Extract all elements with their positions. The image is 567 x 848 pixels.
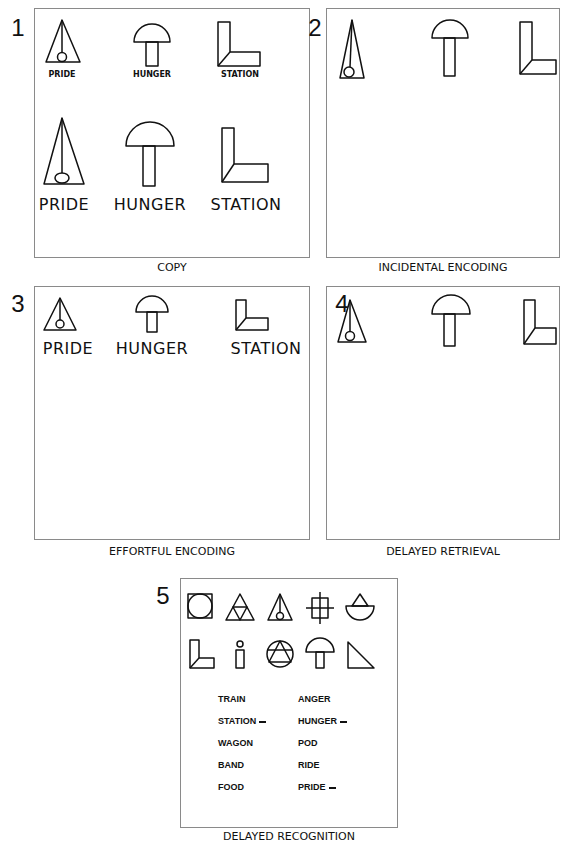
recalled-word: PRIDE bbox=[43, 340, 93, 358]
copied-word: PRIDE bbox=[39, 196, 89, 214]
choice-word: POD bbox=[298, 738, 318, 748]
word-label: PRIDE bbox=[48, 70, 75, 79]
choice-word: ANGER bbox=[298, 694, 331, 704]
panel-number: 3 bbox=[11, 290, 24, 318]
panel-number: 2 bbox=[308, 14, 321, 42]
panel-box: 5TRAINANGERSTATIONHUNGERWAGONPODBANDRIDE… bbox=[180, 578, 398, 828]
panel-caption: COPY bbox=[157, 262, 186, 275]
choice-word: FOOD bbox=[218, 782, 244, 792]
word-label: HUNGER bbox=[133, 70, 171, 79]
copied-word: HUNGER bbox=[114, 196, 186, 214]
panel-caption: EFFORTFUL ENCODING bbox=[109, 546, 235, 559]
choice-word: TRAIN bbox=[218, 694, 246, 704]
panel-number: 4 bbox=[335, 290, 348, 318]
panel-caption: INCIDENTAL ENCODING bbox=[378, 262, 507, 275]
panel-number: 5 bbox=[156, 582, 169, 610]
word-label: STATION bbox=[221, 70, 259, 79]
panel-box: 3PRIDEHUNGERSTATIONEFFORTFUL ENCODING bbox=[34, 286, 310, 540]
panel-box: 4DELAYED RETRIEVAL bbox=[326, 286, 560, 540]
choice-word: BAND bbox=[218, 760, 244, 770]
panel-caption: DELAYED RETRIEVAL bbox=[386, 546, 500, 559]
panel-number: 1 bbox=[11, 14, 24, 42]
choice-word: HUNGER bbox=[298, 716, 347, 726]
recalled-word: STATION bbox=[231, 340, 302, 358]
choice-word: WAGON bbox=[218, 738, 253, 748]
choice-word: STATION bbox=[218, 716, 266, 726]
panel-box: 1PRIDEHUNGERSTATIONPRIDEHUNGERSTATIONCOP… bbox=[34, 8, 310, 258]
recalled-word: HUNGER bbox=[116, 340, 188, 358]
panel-box: 2INCIDENTAL ENCODING bbox=[326, 8, 560, 258]
copied-word: STATION bbox=[211, 196, 282, 214]
choice-word: RIDE bbox=[298, 760, 320, 770]
panel-caption: DELAYED RECOGNITION bbox=[223, 831, 355, 844]
choice-word: PRIDE bbox=[298, 782, 336, 792]
